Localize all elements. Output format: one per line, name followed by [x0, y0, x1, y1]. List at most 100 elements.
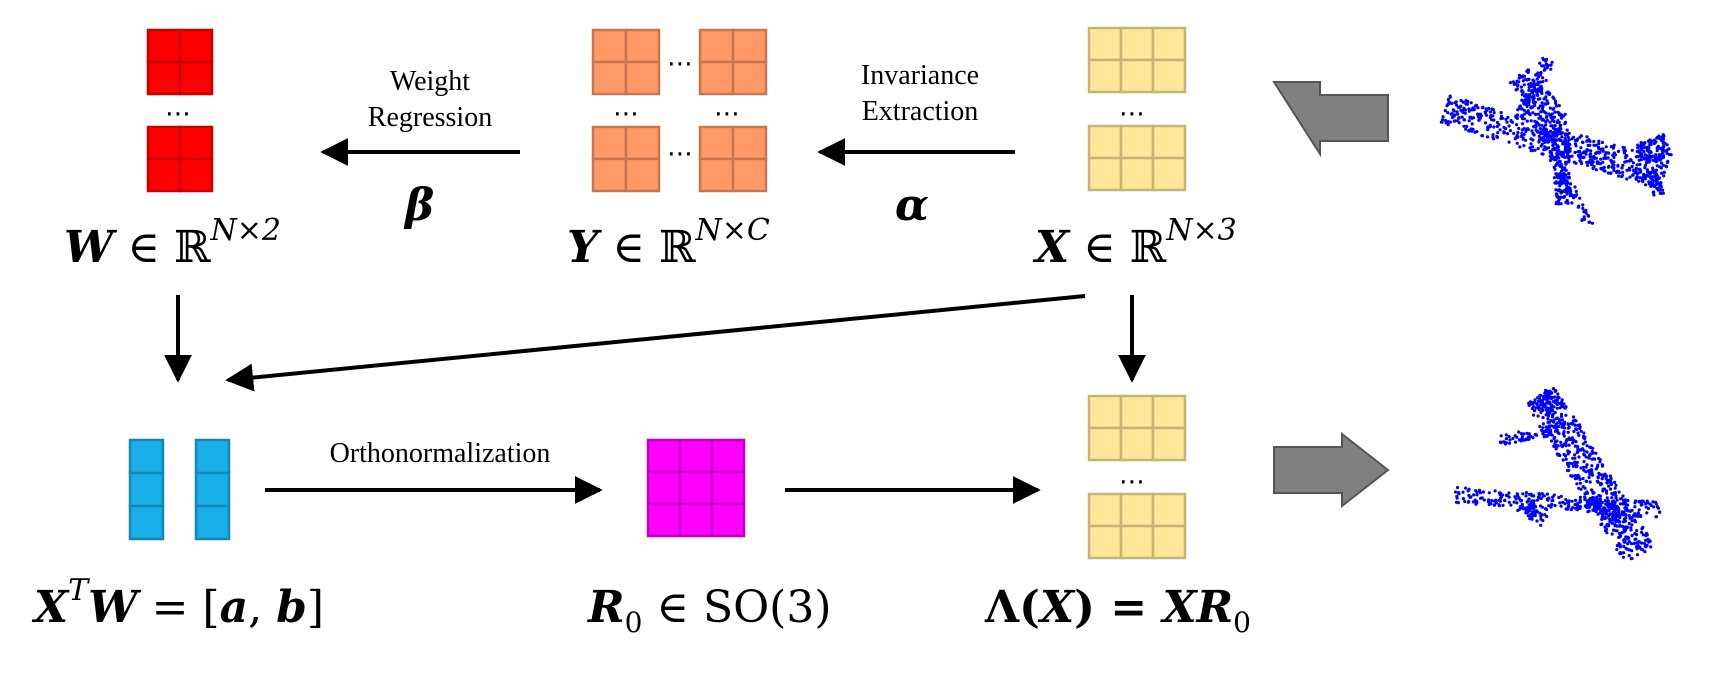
- formula-xtw-b: b: [276, 582, 307, 633]
- w-matrix-top-cell: [146, 60, 182, 96]
- r0-matrix: [646, 438, 746, 538]
- lambda-matrix-bottom-cell: [1119, 524, 1155, 560]
- invariance-extraction-text: Invariance Extraction: [860, 60, 980, 127]
- y-matrix-bottom-right-cell: [698, 157, 735, 193]
- column-a: [128, 438, 165, 541]
- formula-r0: R0 ∈ SO(3): [588, 582, 832, 637]
- arrow-x-to-xtw: [225, 294, 1086, 392]
- column-b-cell: [194, 504, 231, 541]
- w-matrix-bottom-cell: [178, 125, 214, 161]
- x-matrix-top-cell: [1119, 58, 1155, 94]
- x-matrix-top: [1087, 26, 1187, 94]
- x-matrix-top-cell: [1119, 26, 1155, 62]
- formula-lambda-x: X: [1039, 582, 1075, 633]
- formula-r0-rest: ∈ SO(3): [642, 582, 832, 633]
- r0-matrix-cell: [646, 438, 682, 474]
- lambda-matrix-top-cell: [1087, 426, 1123, 462]
- y-matrix-top-right-cell: [698, 28, 735, 64]
- r0-matrix-cell: [678, 502, 714, 538]
- w-matrix-bottom-cell: [146, 157, 182, 193]
- ellipsis-y-left: ⋯: [613, 99, 639, 129]
- formula-lambda-subscript: 0: [1233, 606, 1251, 639]
- y-matrix-top-right-cell: [731, 28, 768, 64]
- x-matrix-top-cell: [1087, 58, 1123, 94]
- formula-y-relation: ∈ ℝ: [598, 222, 696, 273]
- x-matrix-bottom-cell: [1151, 156, 1187, 192]
- orthonormalization-label: Orthonormalization: [280, 436, 600, 472]
- lambda-matrix-bottom-cell: [1151, 524, 1187, 560]
- weight-regression-label: Weight Regression: [340, 64, 520, 136]
- formula-x-symbol: X: [1035, 222, 1070, 273]
- y-matrix-bottom-left: [591, 125, 661, 193]
- orthonormalization-text: Orthonormalization: [329, 438, 551, 469]
- r0-matrix-cell: [646, 502, 682, 538]
- formula-xtw-transpose: T: [68, 573, 89, 608]
- y-matrix-bottom-left-cell: [624, 157, 661, 193]
- y-matrix-bottom-right-cell: [731, 157, 768, 193]
- y-matrix-top-right: [698, 28, 768, 96]
- lambda-matrix-top-cell: [1119, 426, 1155, 462]
- lambda-matrix-top-cell: [1119, 394, 1155, 430]
- formula-r0-subscript: 0: [624, 606, 643, 639]
- formula-lambda-r: R: [1196, 582, 1234, 633]
- column-b-cell: [194, 471, 231, 508]
- weight-regression-text: Weight Regression: [367, 66, 493, 133]
- formula-x-superscript: N×3: [1166, 213, 1237, 248]
- formula-lambda-lambda: Λ(: [985, 582, 1040, 633]
- formula-xtw-x: X: [34, 582, 69, 633]
- r0-matrix-cell: [710, 470, 746, 506]
- x-matrix-top-cell: [1151, 26, 1187, 62]
- formula-x-relation: ∈ ℝ: [1069, 222, 1167, 273]
- x-matrix-bottom-cell: [1119, 156, 1155, 192]
- ellipsis-lambda: ⋯: [1119, 467, 1145, 497]
- x-matrix-bottom: [1087, 124, 1187, 192]
- y-matrix-bottom-left-cell: [624, 125, 661, 161]
- formula-y-superscript: N×C: [695, 213, 770, 248]
- y-matrix-top-right-cell: [731, 60, 768, 96]
- beta-label: β: [405, 180, 435, 231]
- ellipsis-y-bottom: ⋯: [667, 139, 693, 169]
- formula-xtw-close: ]: [306, 582, 325, 633]
- formula-y-symbol: Y: [567, 222, 599, 273]
- formula-xtw-w: W: [88, 582, 138, 633]
- x-matrix-bottom-cell: [1087, 156, 1123, 192]
- formula-lambda-x2: X: [1162, 582, 1197, 633]
- formula-r0-r: R: [588, 582, 625, 633]
- formula-w-relation: ∈ ℝ: [113, 222, 211, 273]
- w-matrix-bottom-cell: [146, 125, 182, 161]
- w-matrix-top-cell: [146, 28, 182, 64]
- y-matrix-top-left-cell: [624, 28, 661, 64]
- column-a-cell: [128, 504, 165, 541]
- formula-lambda-eq: ) =: [1074, 582, 1163, 633]
- lambda-matrix-bottom-cell: [1151, 492, 1187, 528]
- aligned-airplane-point-cloud-icon: [1453, 387, 1662, 561]
- lambda-matrix-top-cell: [1087, 394, 1123, 430]
- column-a-cell: [128, 438, 165, 475]
- r0-matrix-cell: [678, 438, 714, 474]
- column-b-cell: [194, 438, 231, 475]
- lambda-matrix-top-cell: [1151, 426, 1187, 462]
- column-b: [194, 438, 231, 541]
- r0-matrix-cell: [646, 470, 682, 506]
- y-matrix-bottom-right-cell: [731, 125, 768, 161]
- formula-w-superscript: N×2: [210, 213, 282, 248]
- y-matrix-top-right-cell: [698, 60, 735, 96]
- ellipsis-y-top: ⋯: [667, 49, 693, 79]
- formula-x: X ∈ ℝN×3: [1035, 216, 1237, 274]
- x-matrix-top-cell: [1087, 26, 1123, 62]
- formula-w-symbol: W: [64, 222, 114, 273]
- x-matrix-bottom-cell: [1119, 124, 1155, 160]
- r0-matrix-cell: [710, 502, 746, 538]
- r0-matrix-cell: [710, 438, 746, 474]
- formula-lambda: Λ(X) = XR0: [985, 582, 1251, 637]
- x-matrix-top-cell: [1151, 58, 1187, 94]
- lambda-matrix-bottom-cell: [1087, 524, 1123, 560]
- invariance-extraction-label: Invariance Extraction: [830, 58, 1010, 130]
- y-matrix-bottom-left-cell: [591, 157, 628, 193]
- y-matrix-top-left-cell: [591, 60, 628, 96]
- w-matrix-top: [146, 28, 214, 96]
- w-matrix-bottom-cell: [178, 157, 214, 193]
- y-matrix-bottom-right: [698, 125, 768, 193]
- formula-xtw-a: a: [219, 582, 249, 633]
- w-matrix-bottom: [146, 125, 214, 193]
